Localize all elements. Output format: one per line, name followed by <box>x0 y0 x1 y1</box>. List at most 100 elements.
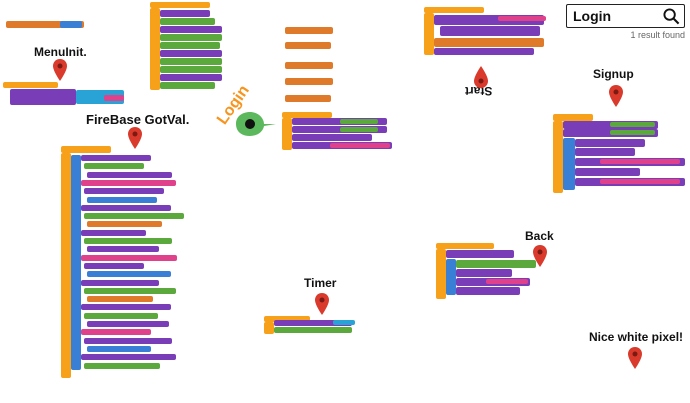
block-back-body[interactable] <box>436 249 446 299</box>
map-pin-icon[interactable] <box>128 127 142 149</box>
firebase-row-block[interactable] <box>84 188 164 195</box>
block-timer-row-2[interactable] <box>274 327 352 333</box>
block-menuinit-value[interactable] <box>104 95 124 101</box>
block-firebase-if[interactable] <box>71 155 81 370</box>
block-start-row-4[interactable] <box>434 48 534 55</box>
block-row-1[interactable] <box>160 10 210 17</box>
block-row-10[interactable] <box>160 82 215 89</box>
block-signup-when[interactable] <box>553 114 593 121</box>
firebase-row-block[interactable] <box>87 221 162 228</box>
block-start-row-2[interactable] <box>440 26 540 36</box>
block-timer-row-1[interactable] <box>274 320 352 326</box>
firebase-row-block[interactable] <box>81 155 151 161</box>
firebase-row-block[interactable] <box>84 312 158 319</box>
block-row-2[interactable] <box>160 18 215 25</box>
block-back-row-2[interactable] <box>456 260 536 268</box>
firebase-row-block[interactable] <box>81 254 177 261</box>
map-pin-icon[interactable] <box>533 245 547 267</box>
search-icon[interactable] <box>663 8 680 25</box>
block-init-login-4[interactable] <box>285 78 333 85</box>
block-start-row-1[interactable] <box>434 15 544 25</box>
block-login-when[interactable] <box>282 112 332 118</box>
block-back-if[interactable] <box>446 259 456 295</box>
block-timer-val[interactable] <box>333 320 355 325</box>
block-login-field-2[interactable] <box>340 127 378 132</box>
block-start-body[interactable] <box>424 13 434 55</box>
block-firebase-body[interactable] <box>61 153 71 378</box>
firebase-row-block[interactable] <box>81 229 146 236</box>
block-row-5[interactable] <box>160 42 220 49</box>
search-input[interactable]: Login <box>573 8 612 24</box>
map-pin-icon[interactable] <box>609 85 623 107</box>
block-row-6[interactable] <box>160 50 222 57</box>
block-signup-val-4[interactable] <box>600 179 680 184</box>
block-initialize-global[interactable] <box>6 21 84 28</box>
block-login-row-3[interactable] <box>292 134 372 141</box>
firebase-row-block[interactable] <box>87 271 171 278</box>
block-back-val-1[interactable] <box>486 279 528 284</box>
block-row-9[interactable] <box>160 74 222 81</box>
firebase-row-block[interactable] <box>87 345 151 352</box>
block-signup-row-4[interactable] <box>575 148 635 156</box>
block-timer-when[interactable] <box>264 316 310 322</box>
block-login-field-1[interactable] <box>340 119 378 124</box>
block-signup-val-3[interactable] <box>600 159 680 164</box>
block-row-8[interactable] <box>160 66 222 73</box>
block-timer-body[interactable] <box>264 322 274 334</box>
firebase-row-block[interactable] <box>81 279 159 286</box>
block-menuinit-when[interactable] <box>3 82 58 88</box>
firebase-row-block[interactable] <box>87 196 157 203</box>
block-signup-val-2[interactable] <box>610 130 655 135</box>
block-back-when[interactable] <box>436 243 494 249</box>
block-back-row-3[interactable] <box>456 269 512 277</box>
map-pin-icon[interactable] <box>53 59 67 81</box>
block-init-login-1[interactable] <box>285 27 333 34</box>
login-green-pin-icon[interactable] <box>232 110 276 138</box>
block-signup-val-1[interactable] <box>610 122 655 127</box>
block-login-row-1[interactable] <box>292 118 387 125</box>
firebase-row-block[interactable] <box>87 171 172 178</box>
map-pin-icon[interactable] <box>474 66 488 88</box>
firebase-row-block[interactable] <box>81 304 171 311</box>
firebase-row-block[interactable] <box>81 354 176 361</box>
block-when-top[interactable] <box>150 2 210 8</box>
firebase-row-block[interactable] <box>84 262 144 269</box>
map-pin-icon[interactable] <box>315 293 329 315</box>
block-start-row-3[interactable] <box>434 38 544 47</box>
block-start-when[interactable] <box>424 7 484 13</box>
block-back-row-1[interactable] <box>446 250 514 258</box>
block-menuinit-call[interactable] <box>10 89 76 105</box>
block-signup-row-6[interactable] <box>575 168 640 176</box>
block-init-login-2[interactable] <box>285 42 331 49</box>
block-init-value[interactable] <box>60 21 82 28</box>
firebase-row-block[interactable] <box>84 287 176 294</box>
search-box[interactable]: Login <box>566 4 685 28</box>
block-signup-body[interactable] <box>553 121 563 193</box>
firebase-row-block[interactable] <box>84 362 160 369</box>
block-signup-row-3[interactable] <box>575 139 645 147</box>
block-init-login-5[interactable] <box>285 95 331 102</box>
block-login-field-3[interactable] <box>330 143 390 148</box>
firebase-row-block[interactable] <box>87 321 169 327</box>
block-login-body[interactable] <box>282 118 292 150</box>
map-pin-icon[interactable] <box>628 347 642 369</box>
firebase-row-block[interactable] <box>84 337 172 344</box>
block-row-4[interactable] <box>160 34 222 41</box>
block-column-body[interactable] <box>150 8 160 90</box>
firebase-row-block[interactable] <box>87 296 153 303</box>
block-back-row-5[interactable] <box>456 287 520 295</box>
block-start-value[interactable] <box>498 16 546 21</box>
firebase-row-block[interactable] <box>81 179 176 186</box>
block-login-row-2[interactable] <box>292 126 387 133</box>
block-row-7[interactable] <box>160 58 222 65</box>
firebase-row-block[interactable] <box>81 204 171 211</box>
block-row-3[interactable] <box>160 26 222 33</box>
block-firebase-when[interactable] <box>61 146 111 153</box>
firebase-row-block[interactable] <box>84 163 144 170</box>
firebase-row-block[interactable] <box>84 238 172 244</box>
firebase-row-block[interactable] <box>84 213 184 220</box>
block-signup-if[interactable] <box>563 138 575 190</box>
firebase-row-block[interactable] <box>87 246 159 253</box>
firebase-row-block[interactable] <box>81 329 151 336</box>
block-init-login-3[interactable] <box>285 62 333 69</box>
